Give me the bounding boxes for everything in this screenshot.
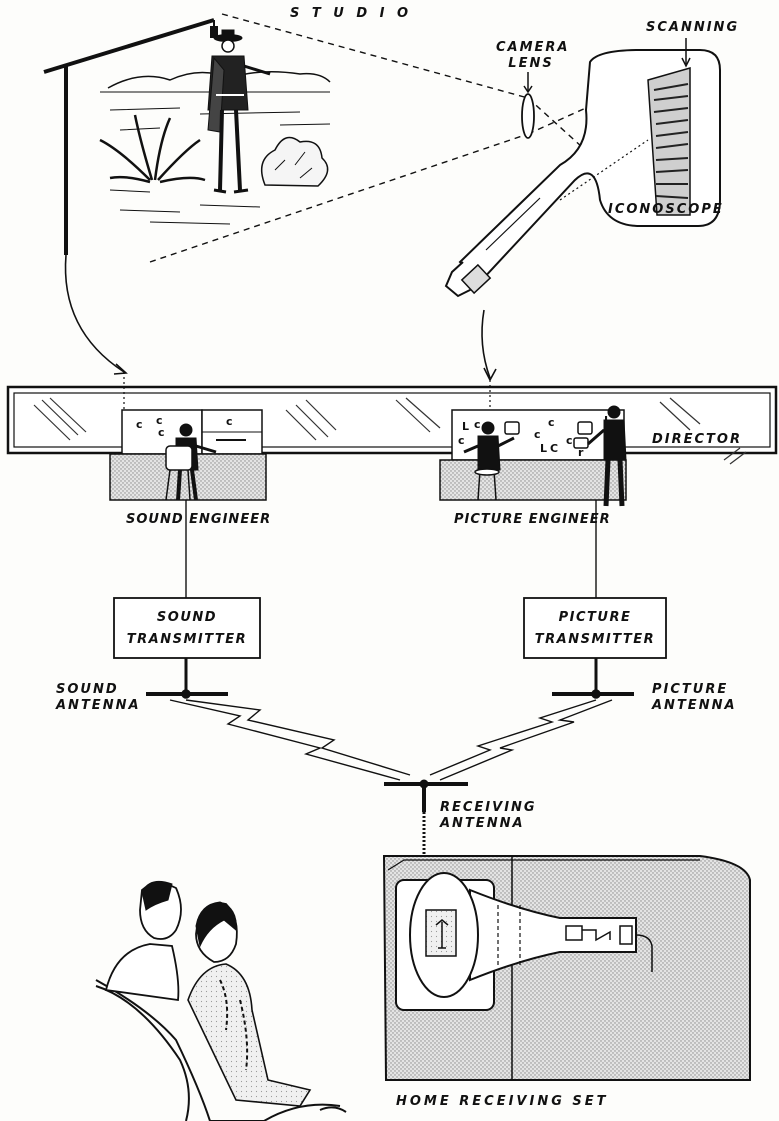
sound-antenna-label: SOUND ANTENNA <box>56 682 141 714</box>
home-receiving-set <box>382 855 751 1081</box>
receiving-antenna-label-line2: ANTENNA <box>440 816 525 831</box>
sound-transmitter-label-line2: TRANSMITTER <box>126 632 248 647</box>
sound-transmitter-label-line1: SOUND <box>156 610 218 625</box>
svg-text:c: c <box>136 418 143 431</box>
studio-label: S T U D I O <box>290 6 413 21</box>
picture-antenna-label: PICTURE ANTENNA <box>652 682 737 714</box>
camera-lens <box>521 72 535 139</box>
iconoscope-tube <box>444 38 721 298</box>
svg-text:c: c <box>548 416 555 429</box>
picture-engineer-label: PICTURE ENGINEER <box>454 512 611 527</box>
picture-transmitter-label-line1: PICTURE <box>558 610 632 625</box>
cowboy-scene <box>99 29 331 225</box>
viewers <box>95 880 347 1121</box>
svg-text:c: c <box>156 414 163 427</box>
picture-antenna-label-line2: ANTENNA <box>652 698 737 713</box>
projection-rays <box>149 13 658 263</box>
picture-transmitter-label-line2: TRANSMITTER <box>534 632 656 647</box>
svg-text:r: r <box>578 446 584 459</box>
receiving-antenna-label: RECEIVING ANTENNA <box>440 800 537 832</box>
home-receiving-set-label: HOME RECEIVING SET <box>396 1094 609 1109</box>
svg-text:c: c <box>458 434 465 447</box>
camera-lens-label-line2: LENS <box>508 56 554 71</box>
sound-antenna-label-line1: SOUND <box>56 682 119 697</box>
iconoscope-label: ICONOSCOPE <box>608 202 724 217</box>
transmitter-connections <box>113 500 667 699</box>
receiving-antenna-label-line1: RECEIVING <box>440 800 537 815</box>
svg-text:L: L <box>540 442 547 455</box>
picture-transmitter-label: PICTURE TRANSMITTER <box>524 610 666 648</box>
signal-arrows-to-control-room <box>64 254 497 382</box>
sound-antenna-label-line2: ANTENNA <box>56 698 141 713</box>
studio-scene <box>43 13 721 382</box>
svg-text:C: C <box>550 442 558 455</box>
svg-text:c: c <box>474 418 481 431</box>
svg-text:c: c <box>226 415 233 428</box>
picture-antenna-label-line1: PICTURE <box>652 682 729 697</box>
svg-text:c: c <box>534 428 541 441</box>
camera-lens-label-line1: CAMERA <box>496 40 570 55</box>
scanning-label: SCANNING <box>646 20 740 35</box>
receiving-antenna <box>384 779 468 856</box>
svg-text:c: c <box>566 434 573 447</box>
sound-engineer-label: SOUND ENGINEER <box>126 512 272 527</box>
svg-text:c: c <box>158 426 165 439</box>
svg-text:L: L <box>462 420 469 433</box>
sound-transmitter-label: SOUND TRANSMITTER <box>114 610 260 648</box>
director-label: DIRECTOR <box>652 432 742 447</box>
camera-lens-label: CAMERA LENS <box>496 40 570 72</box>
radio-waves <box>169 699 613 781</box>
microphone-boom <box>43 18 218 255</box>
